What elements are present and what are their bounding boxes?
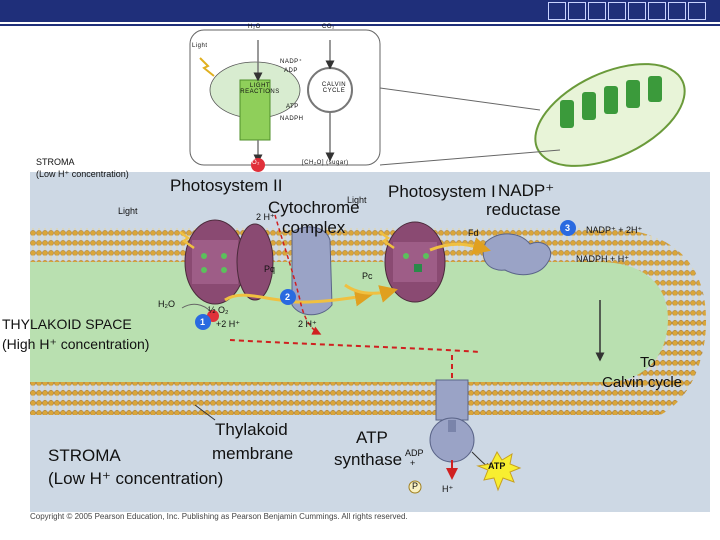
step-badge-2: [280, 289, 296, 305]
header-square-8: [688, 2, 706, 20]
header-square-2: [568, 2, 586, 20]
complex-label: complex: [282, 218, 346, 237]
high-h-label: (High H⁺ concentration): [2, 336, 150, 352]
electron-flow: [224, 237, 491, 307]
atp-burst-label: ATP: [488, 461, 506, 471]
overview-h2o: H₂O: [248, 24, 261, 30]
photosystem-ii-complex: [179, 219, 274, 305]
header-square-1: [548, 2, 566, 20]
atp-synthase-label-a: ATP: [356, 428, 388, 447]
cytochrome-complex: [291, 226, 333, 316]
stroma-bottom-label: STROMA: [48, 446, 121, 465]
stroma-top-label: STROMA: [36, 157, 75, 167]
header-square-3: [588, 2, 606, 20]
header-bar: [0, 0, 720, 22]
atp-synthase-label-b: synthase: [334, 450, 403, 469]
h2o-label: H₂O: [158, 299, 175, 309]
light-mid-label: Light: [347, 195, 367, 205]
overview-light: Light: [192, 43, 208, 49]
atp-burst: [476, 450, 522, 492]
step-3-label: 3: [565, 223, 571, 233]
nadp-reductase-complex: [482, 233, 552, 276]
nadp-reductase-label-a: NADP⁺: [498, 181, 555, 200]
overview-o2: O₂: [252, 160, 260, 166]
step-badge-1: [195, 314, 211, 330]
header-square-4: [608, 2, 626, 20]
half-o2-label: ½ O₂: [208, 305, 229, 315]
cytochrome-label: Cytochrome: [268, 198, 360, 217]
pc-label: Pc: [362, 271, 373, 281]
photosystem-i-complex: [379, 221, 446, 303]
step-1-label: 1: [200, 317, 206, 327]
step-2-label: 2: [285, 292, 291, 302]
header-divider: [0, 22, 720, 24]
overview-diagram: [189, 29, 381, 172]
two-h-lumen-label: 2 H⁺: [298, 319, 317, 329]
step-badge-3: [560, 220, 576, 236]
chloroplast-icon: [379, 63, 686, 167]
overview-light-reactions: LIGHT REACTIONS: [240, 83, 280, 95]
overview-sugar: [CH₂O] (sugar): [302, 160, 349, 166]
overview-atp: ATP: [286, 104, 299, 110]
overview-nadp: NADP⁺: [280, 59, 303, 65]
photosystem-ii-label: Photosystem II: [170, 176, 283, 195]
thylakoid-space-label: THYLAKOID SPACE: [2, 316, 132, 332]
to-calvin-label-b: Calvin cycle: [602, 374, 683, 391]
header-square-7: [668, 2, 686, 20]
water-splitting: [181, 220, 576, 330]
pi-label: P: [412, 481, 419, 491]
header-square-6: [648, 2, 666, 20]
h-plus-bottom-label: H⁺: [442, 484, 454, 494]
stroma-top-sublabel: (Low H⁺ concentration): [36, 169, 129, 179]
plus-2h-label: +2 H⁺: [216, 319, 241, 329]
header-divider-2: [0, 24, 720, 26]
atp-synthase: [429, 379, 491, 480]
stroma-bottom-sublabel: (Low H⁺ concentration): [48, 469, 224, 488]
nadp-reductase-label-b: reductase: [486, 200, 561, 219]
membrane-callout-line: [194, 404, 216, 421]
overview-adp: ADP: [284, 68, 298, 74]
nadp-plus-2h-label: NADP⁺ + 2H⁺: [586, 225, 643, 235]
phosphate-icon: [408, 480, 422, 494]
photosystem-i-label: Photosystem I: [388, 182, 496, 201]
adp-label: ADP: [405, 448, 424, 458]
thylakoid-membrane-label-a: Thylakoid: [215, 420, 288, 439]
two-h-top-label: 2 H⁺: [256, 212, 275, 222]
light-left-label: Light: [118, 206, 138, 216]
nadph-h-label: NADPH + H⁺: [576, 254, 630, 264]
thylakoid-membrane-label-b: membrane: [212, 444, 294, 463]
overview-calvin-cycle: CALVIN CYCLE: [321, 82, 347, 94]
proton-flow: [229, 214, 605, 402]
overview-co2: CO₂: [322, 24, 335, 30]
fd-label: Fd: [468, 228, 479, 238]
overview-nadph: NADPH: [280, 116, 304, 122]
to-calvin-label-a: To: [640, 354, 656, 371]
plus-label: +: [410, 458, 416, 468]
header-square-5: [628, 2, 646, 20]
copyright-footer: Copyright © 2005 Pearson Education, Inc.…: [30, 512, 408, 521]
pq-label: Pq: [264, 264, 276, 274]
